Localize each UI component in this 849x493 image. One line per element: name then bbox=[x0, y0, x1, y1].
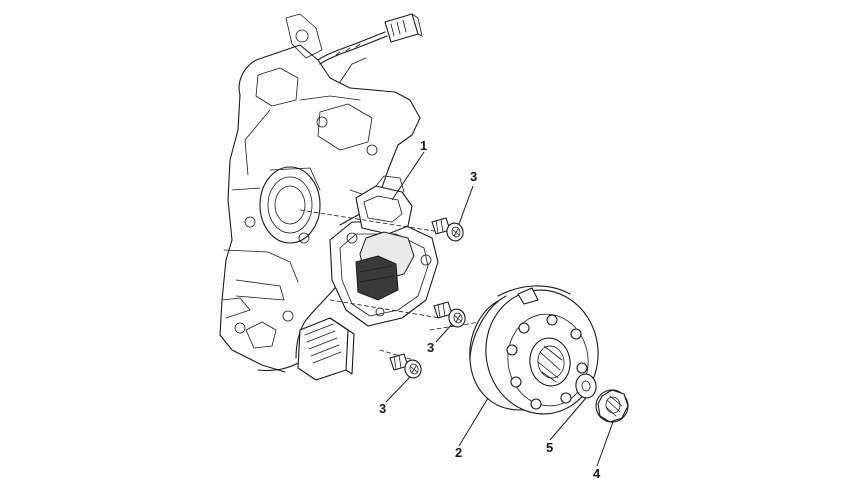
washer bbox=[575, 373, 597, 399]
stator-assembly bbox=[329, 175, 439, 327]
callout-4: 4 bbox=[593, 466, 601, 481]
wiring-harness bbox=[317, 31, 388, 65]
leader-lines bbox=[385, 151, 614, 467]
screw-lower bbox=[389, 353, 422, 379]
callout-3-upper: 3 bbox=[470, 169, 477, 184]
crankcase-housing bbox=[219, 13, 421, 373]
flywheel-rotor bbox=[469, 285, 599, 415]
callout-3-lower: 3 bbox=[379, 401, 386, 416]
screw-middle bbox=[433, 301, 466, 328]
wire-connector bbox=[384, 13, 423, 43]
screw-upper bbox=[431, 217, 464, 242]
callout-2: 2 bbox=[455, 445, 462, 460]
cable-grommet bbox=[297, 317, 355, 381]
callout-3-middle: 3 bbox=[427, 340, 434, 355]
callout-1: 1 bbox=[420, 138, 427, 153]
flange-nut bbox=[595, 389, 629, 423]
callout-5: 5 bbox=[546, 440, 553, 455]
